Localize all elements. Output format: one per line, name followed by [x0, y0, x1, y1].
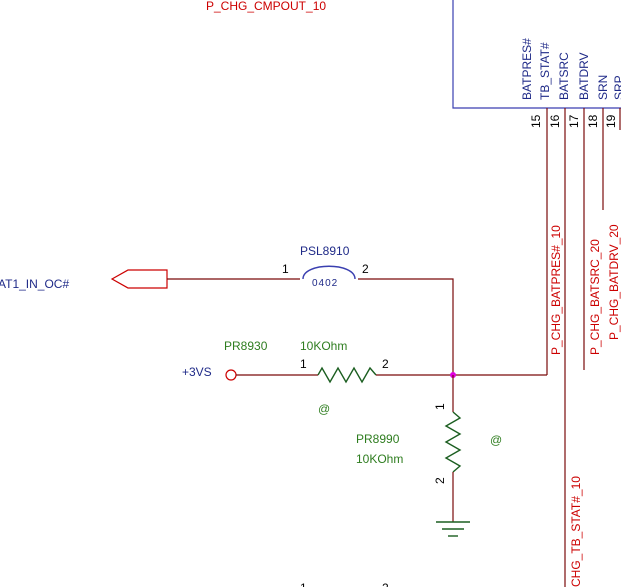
psl8910-package: 0402	[312, 278, 338, 289]
power-port-circle	[225, 369, 237, 381]
ic-pin-num-16: 16	[548, 114, 562, 128]
bottom-pin-1: 1	[300, 581, 307, 587]
pr8930-zigzag	[317, 366, 377, 384]
wire-psl-to-node	[358, 278, 454, 375]
pr8990-zigzag	[444, 411, 462, 473]
ic-pin-name-tb-stat: TB_STAT#	[538, 42, 552, 100]
psl8910: PSL8910 0402 1 2	[282, 244, 369, 289]
pr8990: PR8990 10KOhm 1 2 @	[356, 403, 502, 484]
bottom-pin-2: 2	[382, 581, 389, 587]
ic-pin-num-17: 17	[567, 114, 581, 128]
net-label-batsrc: P_CHG_BATSRC_20	[588, 239, 602, 355]
pr8930-pin1: 1	[300, 357, 307, 371]
offpage-connector: AT1_IN_OC#	[0, 269, 168, 291]
pr8930-marker: @	[318, 402, 330, 416]
net-label-tb-stat: CHG_TB_STAT#_10	[569, 476, 583, 587]
pr8990-pin2: 2	[433, 477, 447, 484]
pr8990-marker: @	[490, 433, 502, 447]
ic-pin-name-srp: SRP	[612, 75, 621, 100]
net-label-cmpout: P_CHG_CMPOUT_10	[206, 0, 326, 13]
offpage-arrow	[110, 269, 168, 289]
power-label-3vs: +3VS	[182, 365, 212, 379]
psl8910-ref: PSL8910	[300, 244, 350, 258]
net-label-offpage: AT1_IN_OC#	[0, 277, 69, 291]
ic-pin-name-srn: SRN	[596, 75, 610, 100]
pr8930-ref: PR8930	[224, 339, 268, 353]
pr8990-pin1: 1	[433, 403, 447, 410]
pr8930: PR8930 10KOhm 1 2 @	[224, 339, 389, 416]
pr8930-value: 10KOhm	[300, 339, 347, 353]
pr8930-pin2: 2	[382, 357, 389, 371]
ic-pin-name-batdrv: BATDRV	[577, 52, 591, 100]
ic-pin-num-19: 19	[604, 114, 618, 128]
psl8910-arc	[302, 265, 356, 280]
ic-pin-num-18: 18	[586, 114, 600, 128]
pr8990-ref: PR8990	[356, 432, 400, 446]
net-label-batpres: P_CHG_BATPRES#_10	[549, 225, 563, 355]
ic-pin-num-15: 15	[529, 114, 543, 128]
ic-charger: BATPRES# TB_STAT# BATSRC BATDRV SRN SRP …	[452, 0, 621, 130]
psl8910-pin2: 2	[362, 262, 369, 276]
ground-icon	[436, 521, 470, 537]
net-label-batdrv: P_CHG_BATDRV_20	[607, 224, 621, 340]
ic-pin-name-batpres: BATPRES#	[520, 38, 534, 100]
pr8990-value: 10KOhm	[356, 452, 403, 466]
psl8910-pin1: 1	[282, 262, 289, 276]
ic-pin-name-batsrc: BATSRC	[557, 52, 571, 100]
